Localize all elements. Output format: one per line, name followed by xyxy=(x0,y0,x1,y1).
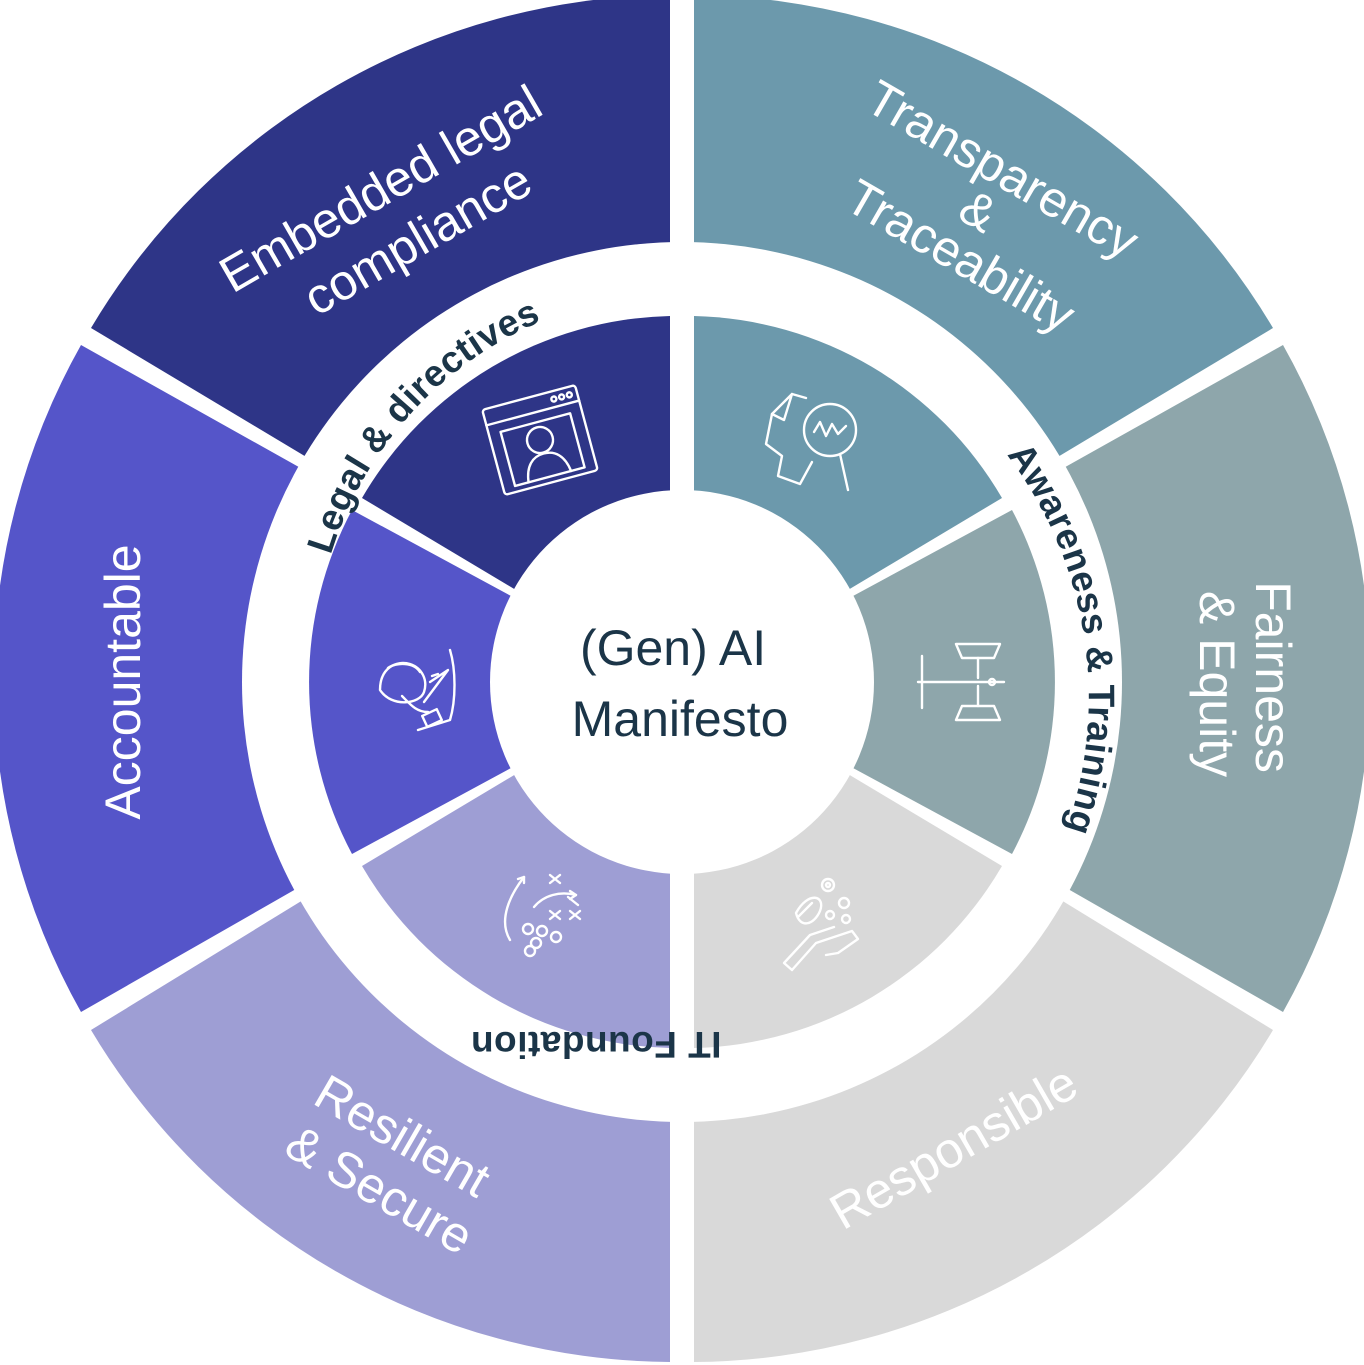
person-tie-icon xyxy=(378,648,456,732)
inner-segment-fairness xyxy=(694,510,1055,854)
label-fairness-equity: Fairness & Equity xyxy=(1189,581,1301,787)
label-accountable: Accountable xyxy=(95,544,151,819)
balance-scale-icon xyxy=(916,642,1006,722)
strategy-play-icon xyxy=(503,873,582,958)
document-magnifier-icon xyxy=(764,392,858,492)
center-title: (Gen) AI Manifesto xyxy=(572,620,789,747)
center-disc xyxy=(490,490,874,874)
hand-plant-icon xyxy=(782,877,860,972)
browser-user-icon xyxy=(481,384,599,496)
inner-segment-accountable xyxy=(309,510,670,854)
ring-label-it-foundation: IT Foundation xyxy=(470,1024,721,1065)
